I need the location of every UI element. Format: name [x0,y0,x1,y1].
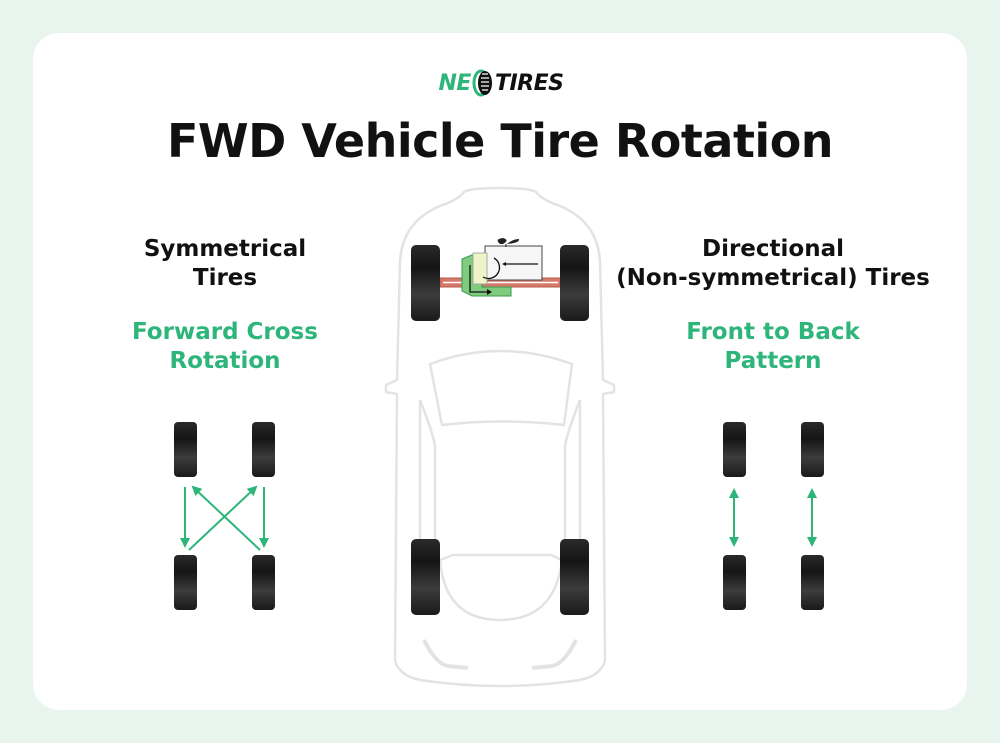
car-left-pillar [418,399,437,540]
car-right-pillar [563,399,582,540]
tire-rear-left [174,555,197,610]
left-pattern-name: Forward Cross Rotation [100,318,350,376]
tire-front-right [801,422,824,477]
right-heading: Directional (Non-symmetrical) Tires [600,235,946,293]
car-wheel-rear-left [411,539,440,615]
tire-front-left [723,422,746,477]
car-body [384,186,616,688]
right-pattern-line: Front to Back [686,319,860,345]
tire-rear-left [723,555,746,610]
logo-text-tires: TIRES [494,70,564,96]
tire-rear-right [801,555,824,610]
right-pattern-line: Pattern [724,348,822,374]
car-windshield [428,349,574,427]
power-flow-arrow [482,257,501,280]
tire-rear-right [252,555,275,610]
forward-cross-diagram [174,422,275,610]
car-right-taillight [531,639,578,670]
front-to-back-diagram [723,422,824,610]
tire-front-right [252,422,275,477]
engine-block [484,245,543,281]
car-wheels [411,245,589,615]
car-wheel-rear-right [560,539,589,615]
left-pattern-line: Forward Cross [132,319,318,345]
logo-text-neo: NE [438,70,472,96]
right-heading-line: (Non-symmetrical) Tires [616,265,930,291]
car-wheel-front-left [411,245,440,321]
arrow-rl-to-fr [188,485,258,551]
left-heading: Symmetrical Tires [100,235,350,293]
left-heading-line: Tires [192,265,258,291]
page-title: FWD Vehicle Tire Rotation [166,114,834,168]
tire-icon [472,69,492,97]
arrow-rr-to-fl [191,485,261,551]
left-pattern-line: Rotation [169,348,281,374]
neotires-logo: NE TIRES [433,68,569,98]
drivetrain [439,238,563,297]
car-left-taillight [422,639,469,670]
car-rear-window [438,553,564,622]
left-heading-line: Symmetrical [143,236,307,262]
right-pattern-name: Front to Back Pattern [648,318,898,376]
clutch-housing [472,252,488,285]
tire-front-left [174,422,197,477]
car-wheel-front-right [560,245,589,321]
fan-icon [497,238,520,244]
right-heading-line: Directional [701,236,844,262]
